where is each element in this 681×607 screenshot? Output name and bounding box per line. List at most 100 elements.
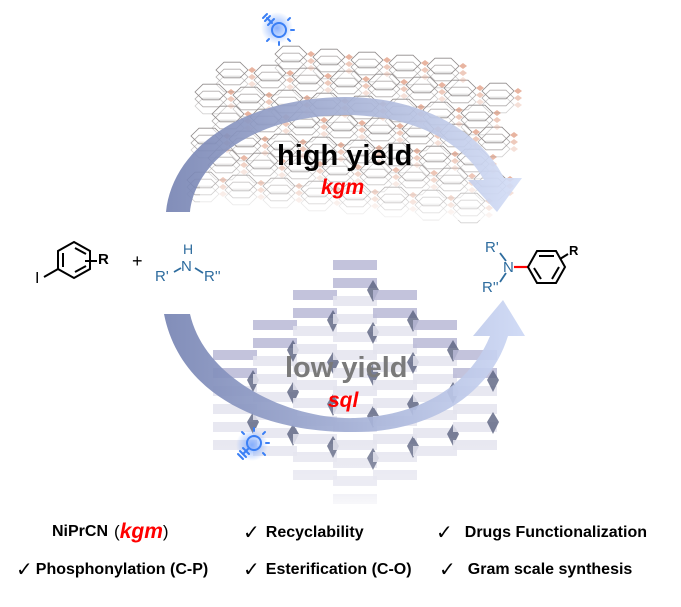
sql-slab bbox=[453, 404, 497, 414]
kgm-node bbox=[261, 136, 269, 142]
sql-slab bbox=[213, 404, 257, 414]
sql-slab bbox=[373, 362, 417, 372]
low-yield-label: low yield bbox=[285, 352, 408, 384]
sql-slab bbox=[253, 428, 297, 438]
sql-slab bbox=[293, 308, 337, 318]
kgm-node bbox=[455, 114, 463, 120]
sql-slab bbox=[453, 386, 497, 396]
sql-slab bbox=[453, 422, 497, 432]
kgm-node bbox=[362, 83, 370, 89]
check-icon: ✓ bbox=[16, 559, 33, 581]
high-yield-label: high yield bbox=[277, 140, 413, 172]
kgm-node bbox=[248, 74, 256, 80]
sql-slab bbox=[373, 326, 417, 336]
kgm-node bbox=[345, 61, 353, 67]
kgm-node bbox=[396, 123, 404, 129]
kgm-node bbox=[324, 80, 332, 86]
kgm-node bbox=[345, 68, 353, 74]
kgm-node bbox=[286, 84, 294, 90]
kgm-node bbox=[358, 120, 366, 126]
feature-text: Drugs Functionalization bbox=[464, 523, 647, 541]
kgm-node bbox=[493, 117, 501, 123]
product-structure bbox=[499, 250, 569, 284]
sql-slab bbox=[293, 380, 337, 390]
feature-item: ✓ Drugs Functionalization bbox=[436, 520, 647, 545]
kgm-node bbox=[307, 51, 315, 57]
catalyst-topology: kgm bbox=[119, 520, 163, 543]
kgm-node bbox=[472, 129, 480, 135]
sql-slab bbox=[333, 350, 377, 360]
product-r1-label: R' bbox=[485, 239, 499, 256]
kgm-node bbox=[434, 140, 442, 146]
sql-slab bbox=[253, 356, 297, 366]
reactant1-substituent: R bbox=[98, 251, 109, 268]
kgm-node bbox=[438, 96, 446, 102]
sql-slab bbox=[413, 356, 457, 366]
amine-structure bbox=[173, 267, 204, 274]
kgm-node bbox=[248, 81, 256, 87]
amine-h-label: H bbox=[183, 241, 194, 257]
kgm-node bbox=[265, 99, 273, 105]
kgm-node bbox=[400, 79, 408, 85]
kgm-node bbox=[337, 142, 345, 148]
kgm-node bbox=[417, 104, 425, 110]
catalyst-name: NiPrCN bbox=[52, 523, 109, 540]
kgm-node bbox=[320, 117, 328, 123]
kgm-node bbox=[362, 90, 370, 96]
kgm-node bbox=[265, 92, 273, 98]
kgm-node bbox=[510, 146, 518, 152]
sql-slab bbox=[213, 368, 257, 378]
feature-item: ✓ Esterification (C-O) bbox=[243, 557, 412, 582]
sql-slab bbox=[293, 362, 337, 372]
kgm-node bbox=[324, 73, 332, 79]
kgm-node bbox=[510, 139, 518, 145]
kgm-node bbox=[476, 99, 484, 105]
kgm-node bbox=[307, 65, 315, 71]
sql-slab bbox=[333, 386, 377, 396]
kgm-node bbox=[375, 145, 383, 151]
kgm-node bbox=[261, 143, 269, 149]
feature-text: Gram scale synthesis bbox=[467, 560, 633, 578]
kgm-node bbox=[400, 93, 408, 99]
sql-slab bbox=[253, 374, 297, 384]
iodine-label: I bbox=[35, 270, 40, 287]
kgm-node bbox=[383, 71, 391, 77]
kgm-node bbox=[400, 86, 408, 92]
sql-slab bbox=[413, 428, 457, 438]
kgm-node bbox=[396, 130, 404, 136]
kgm-node bbox=[358, 134, 366, 140]
kgm-node bbox=[438, 82, 446, 88]
feature-item: ✓ Recyclability bbox=[243, 520, 364, 545]
check-icon: ✓ bbox=[439, 559, 456, 581]
kgm-node bbox=[362, 76, 370, 82]
sql-slab bbox=[333, 314, 377, 324]
sql-slab bbox=[293, 434, 337, 444]
kgm-node bbox=[227, 89, 235, 95]
feature-text: Recyclability bbox=[265, 523, 364, 541]
kgm-node bbox=[227, 96, 235, 102]
kgm-node bbox=[299, 139, 307, 145]
paren-close: ) bbox=[162, 522, 169, 541]
amine-r1-label: R' bbox=[155, 268, 169, 285]
kgm-node bbox=[514, 95, 522, 101]
sql-slab bbox=[413, 374, 457, 384]
sql-slab bbox=[293, 326, 337, 336]
kgm-node bbox=[493, 110, 501, 116]
sql-slab bbox=[293, 290, 337, 300]
kgm-node bbox=[345, 54, 353, 60]
light-bulb-icon bbox=[261, 12, 295, 46]
kgm-fade bbox=[200, 150, 500, 220]
kgm-node bbox=[396, 137, 404, 143]
kgm-node bbox=[358, 127, 366, 133]
sql-slab bbox=[373, 290, 417, 300]
kgm-node bbox=[455, 121, 463, 127]
high-yield-arrow bbox=[166, 97, 522, 212]
product-substituent: R bbox=[569, 243, 579, 258]
product-n-label: N bbox=[503, 259, 514, 276]
sql-slab bbox=[333, 278, 377, 288]
catalyst-label: NiPrCN ( kgm ) bbox=[52, 520, 169, 544]
sql-slab bbox=[373, 380, 417, 390]
kgm-node bbox=[324, 87, 332, 93]
